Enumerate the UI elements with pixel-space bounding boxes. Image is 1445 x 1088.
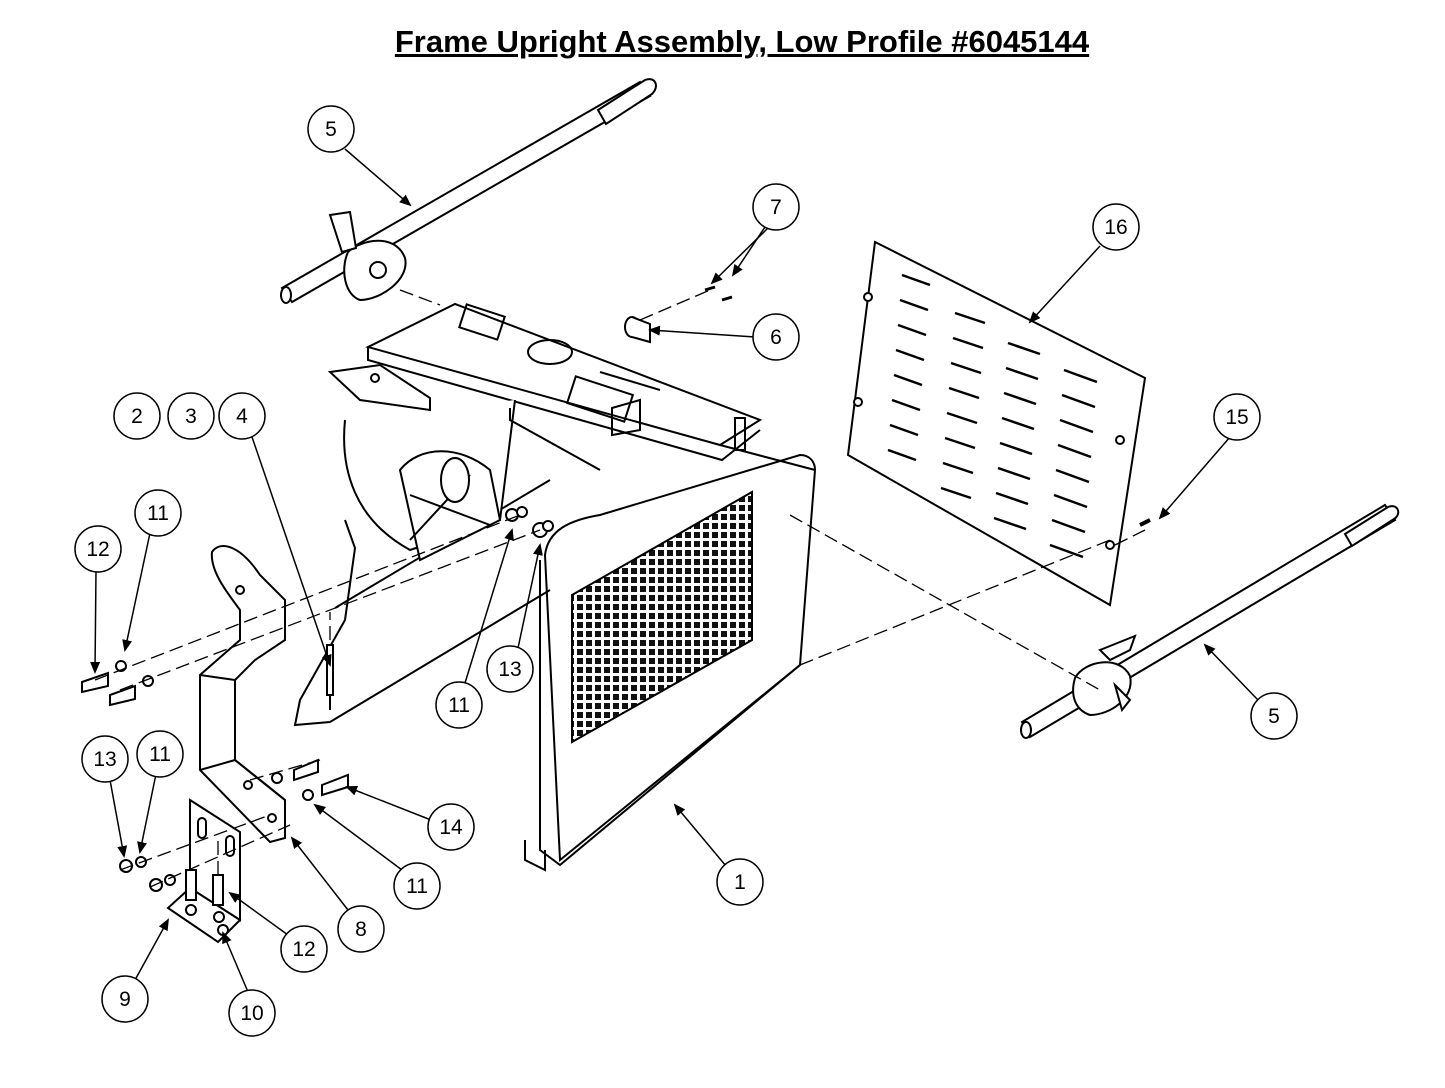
callout-circle xyxy=(1250,692,1298,740)
fasteners xyxy=(81,285,1151,936)
callout-number: 5 xyxy=(1268,705,1280,728)
callout-3: 3 xyxy=(167,392,215,440)
callout-number: 6 xyxy=(770,326,782,349)
callout-circle xyxy=(435,681,483,729)
callout-circle xyxy=(716,858,764,906)
callout-13: 13 xyxy=(81,735,129,783)
callout-number: 16 xyxy=(1104,216,1127,239)
callout-circle xyxy=(393,862,441,910)
callout-circle xyxy=(101,975,149,1023)
handle-tube-upper-part-5 xyxy=(280,78,657,304)
callout-number: 4 xyxy=(236,405,248,428)
callout-11: 11 xyxy=(393,862,441,910)
callout-5: 5 xyxy=(307,105,355,153)
callout-number: 15 xyxy=(1225,406,1248,429)
callout-circle xyxy=(134,489,182,537)
callout-2: 2 xyxy=(113,392,161,440)
callout-number: 12 xyxy=(86,538,109,561)
callout-circle xyxy=(280,925,328,973)
callout-circle xyxy=(427,803,475,851)
callout-15: 15 xyxy=(1213,393,1261,441)
callout-circle xyxy=(218,392,266,440)
callout-circle xyxy=(136,730,184,778)
lift-bracket-part-8 xyxy=(199,544,286,844)
callout-number: 11 xyxy=(448,694,470,717)
callout-number: 7 xyxy=(770,196,782,219)
callout-7: 7 xyxy=(752,183,800,231)
callout-10: 10 xyxy=(228,989,276,1037)
callout-5: 5 xyxy=(1250,692,1298,740)
callout-number: 11 xyxy=(149,743,171,766)
callout-circle xyxy=(167,392,215,440)
callout-1: 1 xyxy=(716,858,764,906)
callout-number: 14 xyxy=(439,816,463,839)
callout-9: 9 xyxy=(101,975,149,1023)
handle-tube-lower-part-5 xyxy=(1020,503,1400,739)
callout-circle xyxy=(81,735,129,783)
callout-number: 13 xyxy=(93,748,116,771)
callout-11: 11 xyxy=(435,681,483,729)
leader-lines xyxy=(90,148,1259,993)
angle-bracket-part-9 xyxy=(166,798,242,944)
callout-number: 11 xyxy=(406,875,428,898)
callout-13: 13 xyxy=(486,645,534,693)
callout-circle xyxy=(307,105,355,153)
callout-circle xyxy=(74,525,122,573)
callout-16: 16 xyxy=(1092,203,1140,251)
callout-4: 4 xyxy=(218,392,266,440)
callout-circle xyxy=(337,905,385,953)
callout-8: 8 xyxy=(337,905,385,953)
callout-12: 12 xyxy=(280,925,328,973)
callout-number: 3 xyxy=(185,405,197,428)
callout-11: 11 xyxy=(136,730,184,778)
page-title: Frame Upright Assembly, Low Profile #604… xyxy=(394,24,1090,59)
callout-circle xyxy=(1092,203,1140,251)
callout-6: 6 xyxy=(752,313,800,361)
callout-circle xyxy=(1213,393,1261,441)
callout-circle xyxy=(113,392,161,440)
callout-circle xyxy=(752,313,800,361)
callout-circle xyxy=(752,183,800,231)
callout-number: 10 xyxy=(240,1002,263,1025)
callout-circle xyxy=(486,645,534,693)
callout-number: 1 xyxy=(734,871,746,894)
callout-number: 9 xyxy=(119,988,131,1011)
callout-circle xyxy=(228,989,276,1037)
callout-number: 8 xyxy=(355,918,367,941)
louvered-panel-part-16 xyxy=(846,240,1147,607)
callout-14: 14 xyxy=(427,803,475,851)
callout-number: 11 xyxy=(147,502,169,525)
callout-12: 12 xyxy=(74,525,122,573)
callout-number: 13 xyxy=(498,658,521,681)
frame-upright-part-1 xyxy=(293,302,817,872)
callout-11: 11 xyxy=(134,489,182,537)
callout-number: 12 xyxy=(292,938,315,961)
callout-number: 2 xyxy=(131,405,143,428)
callout-number: 5 xyxy=(325,118,337,141)
